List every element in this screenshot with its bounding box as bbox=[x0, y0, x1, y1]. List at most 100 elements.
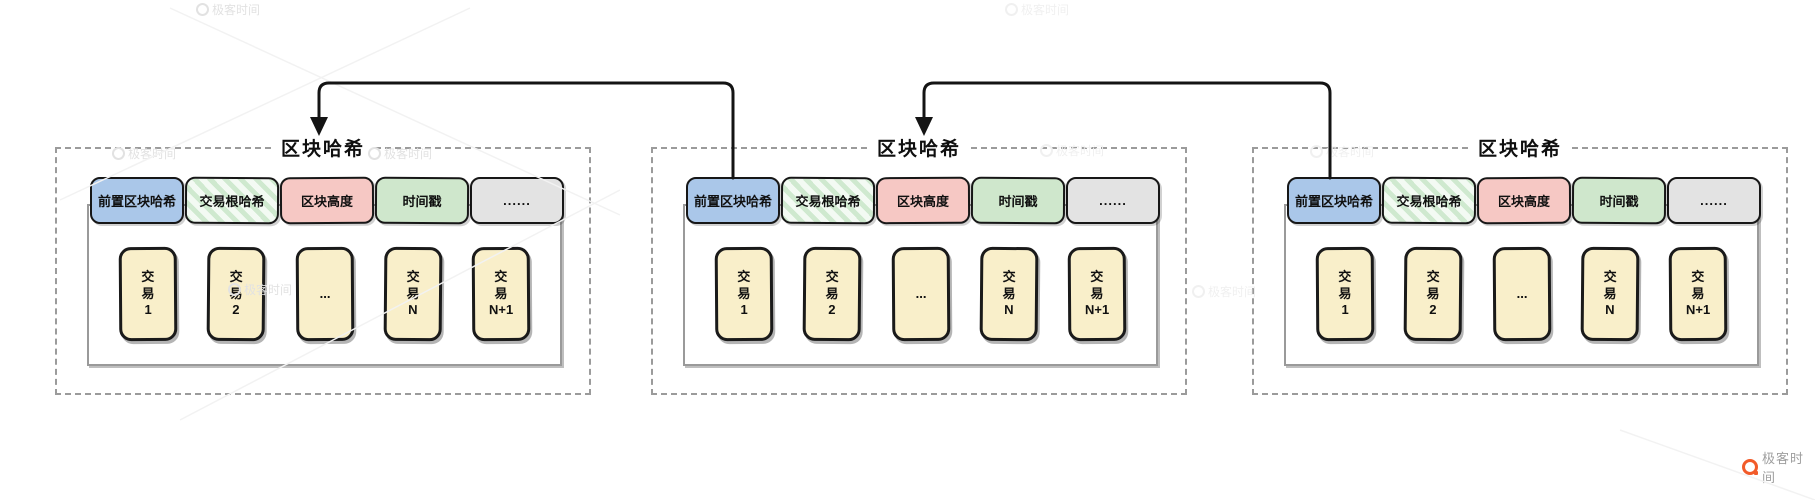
geektime-logo-icon bbox=[1742, 459, 1758, 475]
geektime-brand: 极客时间 bbox=[1742, 448, 1815, 486]
transaction-label-line: 交 bbox=[737, 268, 751, 284]
transaction-label-line: 2 bbox=[232, 302, 240, 318]
transaction-card: ... bbox=[891, 246, 950, 342]
header-field: 前置区块哈希 bbox=[90, 177, 184, 224]
transaction-label-line: 1 bbox=[1341, 302, 1349, 318]
transaction-label-line: 易 bbox=[494, 285, 508, 301]
watermark-text: 极客时间 bbox=[1208, 285, 1257, 299]
header-field-label: ...... bbox=[1700, 193, 1728, 208]
block-title: 区块哈希 bbox=[1467, 134, 1573, 161]
transaction-label-line: 易 bbox=[1090, 285, 1104, 301]
block-header-row: 前置区块哈希 交易根哈希 区块高度 时间戳 ...... bbox=[1287, 176, 1761, 225]
transaction-label-line: 交 bbox=[494, 268, 508, 284]
watermark-text: 极客时间 bbox=[212, 3, 261, 17]
header-field-label: 交易根哈希 bbox=[1396, 193, 1462, 210]
watermark: 极客时间 bbox=[368, 145, 432, 162]
transaction-label-line: N bbox=[1604, 302, 1615, 318]
header-field: ...... bbox=[1066, 177, 1160, 224]
block-title: 区块哈希 bbox=[270, 134, 376, 161]
block-header-row: 前置区块哈希 交易根哈希 区块高度 时间戳 ...... bbox=[90, 176, 564, 225]
watermark: 极客时间 bbox=[1192, 283, 1256, 300]
watermark-text: 极客时间 bbox=[244, 283, 293, 297]
header-field: 区块高度 bbox=[279, 176, 375, 225]
watermark-text: 极客时间 bbox=[384, 147, 433, 161]
header-field: 时间戳 bbox=[374, 176, 470, 225]
transaction-label-line: 1 bbox=[144, 302, 152, 318]
watermark: 极客时间 bbox=[1005, 1, 1069, 18]
transaction-label-line: 交 bbox=[1603, 268, 1617, 284]
transaction-label-line: 易 bbox=[1426, 285, 1440, 301]
watermark: 极客时间 bbox=[1310, 143, 1374, 160]
header-field-label: 区块高度 bbox=[896, 193, 950, 210]
transaction-label-line: 交 bbox=[825, 268, 839, 284]
watermark: 极客时间 bbox=[112, 145, 176, 162]
transaction-card: ... bbox=[1492, 246, 1551, 342]
transaction-label-line: 1 bbox=[740, 302, 748, 318]
geektime-brand-label: 极客时间 bbox=[1762, 451, 1805, 485]
geektime-logo-icon bbox=[1005, 3, 1018, 16]
transaction-label-line: N+1 bbox=[488, 302, 514, 318]
watermark: 极客时间 bbox=[196, 1, 260, 18]
transaction-label-line: ... bbox=[319, 285, 330, 301]
transaction-label-line: N bbox=[407, 302, 418, 318]
block-title: 区块哈希 bbox=[866, 134, 972, 161]
geektime-logo-icon bbox=[196, 3, 209, 16]
header-field: 交易根哈希 bbox=[780, 176, 876, 225]
header-field: ...... bbox=[1667, 177, 1761, 224]
header-field: 前置区块哈希 bbox=[686, 177, 780, 224]
transaction-label-line: 易 bbox=[737, 285, 751, 301]
geektime-logo-icon bbox=[1040, 144, 1053, 157]
watermark: 极客时间 bbox=[1040, 142, 1104, 159]
transaction-label-line: 交 bbox=[1338, 268, 1352, 284]
header-field-label: 时间戳 bbox=[402, 193, 442, 210]
transaction-label-line: 2 bbox=[828, 302, 836, 318]
transaction-label-line: N bbox=[1003, 302, 1014, 318]
header-field-label: 交易根哈希 bbox=[795, 193, 861, 210]
block-header-row: 前置区块哈希 交易根哈希 区块高度 时间戳 ...... bbox=[686, 176, 1160, 225]
geektime-logo-icon bbox=[228, 283, 241, 296]
header-field-label: 前置区块哈希 bbox=[1294, 194, 1373, 209]
header-field-label: 区块高度 bbox=[300, 193, 354, 210]
transaction-label-line: 易 bbox=[825, 285, 839, 301]
watermark-text: 极客时间 bbox=[1021, 3, 1070, 17]
header-field: 区块高度 bbox=[1476, 176, 1572, 225]
transaction-label-line: 交 bbox=[141, 268, 155, 284]
header-field-label: ...... bbox=[503, 193, 531, 208]
header-field-label: 区块高度 bbox=[1497, 193, 1551, 210]
transaction-label-line: 易 bbox=[1603, 285, 1617, 301]
transaction-label-line: 2 bbox=[1429, 302, 1437, 318]
transaction-label-line: 交 bbox=[1002, 268, 1016, 284]
transaction-card: ... bbox=[295, 246, 354, 342]
header-field-label: 前置区块哈希 bbox=[97, 194, 176, 209]
transaction-label-line: N+1 bbox=[1084, 302, 1110, 318]
header-field: 交易根哈希 bbox=[184, 176, 280, 225]
header-field-label: 交易根哈希 bbox=[199, 193, 265, 210]
transaction-label-line: 交 bbox=[1090, 268, 1104, 284]
header-field: 时间戳 bbox=[1571, 176, 1667, 225]
geektime-logo-icon bbox=[368, 147, 381, 160]
transaction-label-line: 易 bbox=[1002, 285, 1016, 301]
header-field: 区块高度 bbox=[875, 176, 971, 225]
header-field-label: 前置区块哈希 bbox=[693, 194, 772, 209]
watermark-text: 极客时间 bbox=[1056, 144, 1105, 158]
header-field: 时间戳 bbox=[970, 176, 1066, 225]
transaction-label-line: ... bbox=[1516, 285, 1527, 301]
header-field: 交易根哈希 bbox=[1381, 176, 1477, 225]
header-field: 前置区块哈希 bbox=[1287, 177, 1381, 224]
transaction-label-line: 交 bbox=[406, 268, 420, 284]
header-field: ...... bbox=[470, 177, 564, 224]
